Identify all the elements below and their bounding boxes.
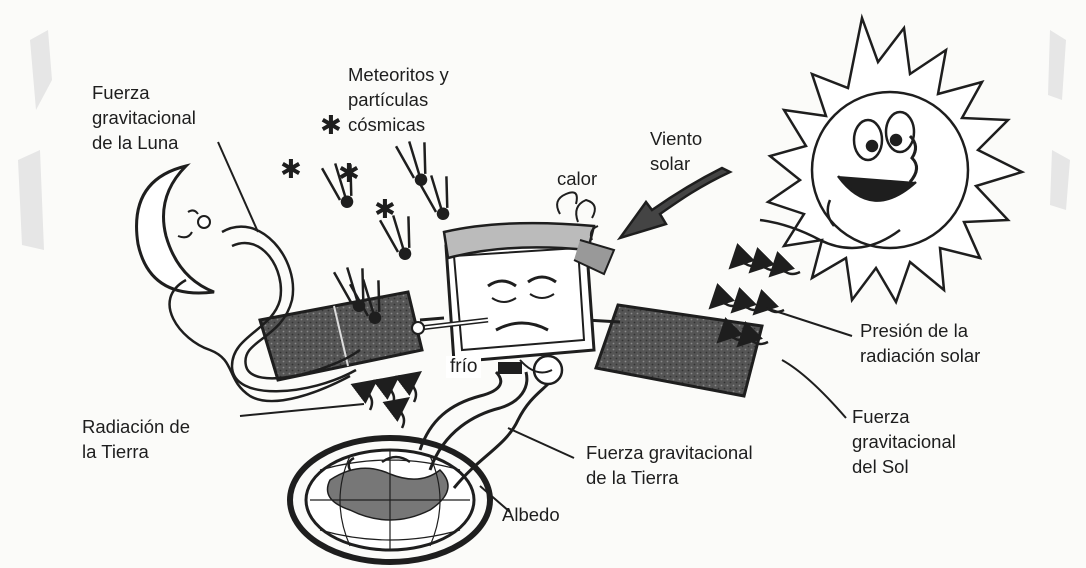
heat-label: calor (557, 168, 597, 190)
svg-text:✱: ✱ (338, 159, 360, 189)
earth-icon (290, 438, 490, 562)
svg-text:✱: ✱ (280, 155, 302, 185)
solar-pressure-label: Presión de la radiación solar (860, 318, 980, 368)
satellite-icon (260, 223, 762, 396)
moon-gravity-label: Fuerza gravitacional de la Luna (92, 80, 196, 155)
svg-text:✱: ✱ (374, 195, 396, 225)
earth-radiation-arrows (369, 374, 418, 428)
sun-gravity-label: Fuerza gravitacional del Sol (852, 404, 956, 479)
moon-icon (137, 166, 214, 293)
earth-gravity-label: Fuerza gravitacional de la Tierra (586, 440, 753, 490)
meteorites-label: Meteoritos y partículas cósmicas (348, 62, 449, 137)
svg-text:✱: ✱ (320, 111, 342, 141)
solar-panel-right (596, 305, 762, 396)
solar-wind-label: Viento solar (650, 126, 702, 176)
solar-wind-arrow (620, 168, 730, 238)
cold-label: frío (446, 356, 481, 378)
earth-radiation-label: Radiación de la Tierra (82, 414, 190, 464)
sun-icon (760, 18, 1022, 302)
albedo-label: Albedo (502, 502, 560, 527)
